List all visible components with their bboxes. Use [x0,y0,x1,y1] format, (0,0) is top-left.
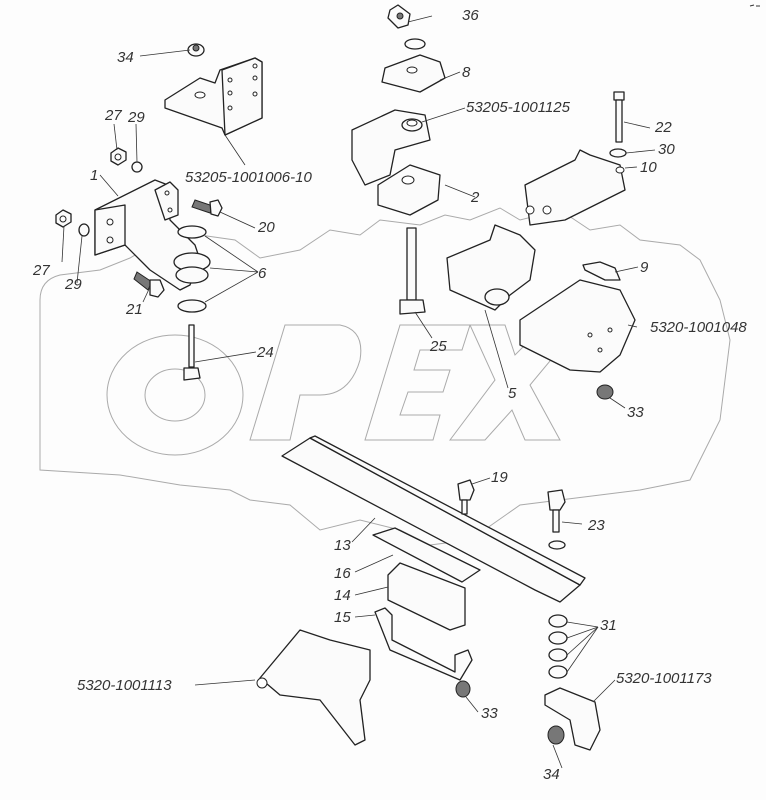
bolt-25 [399,227,426,315]
nut-33-right [596,384,614,400]
callout-19: 19 [491,469,508,486]
bolt-21 [133,271,165,298]
callout-10: 10 [640,159,657,176]
callout-53205-1001006-10: 53205-1001006-10 [185,169,312,186]
corner-mark [749,4,760,7]
callout-14: 14 [334,587,351,604]
bracket-5320-1001048 [519,279,636,373]
callout-34-bottom: 34 [543,766,560,783]
bolt-24 [183,324,201,381]
nut-36 [387,4,426,50]
callout-22: 22 [655,119,672,136]
callout-15: 15 [334,609,351,626]
callout-25: 25 [430,338,447,355]
bracket-15 [374,607,473,681]
callout-53205-1001125: 53205-1001125 [466,99,570,116]
callout-9: 9 [640,259,649,276]
callout-31: 31 [600,617,617,634]
callout-5320-1001173: 5320-1001173 [616,670,712,687]
nut-34-top [187,43,205,57]
bracket-5320-1001173 [544,687,601,751]
washer-29-top [131,161,143,173]
callout-30: 30 [658,141,675,158]
callout-13: 13 [334,537,351,554]
housing-5 [446,224,536,311]
callout-27-top: 27 [105,107,122,124]
bolt-19 [457,479,475,515]
block-14 [387,562,466,631]
bolt-22 [613,91,625,143]
cushion-6 [173,225,211,313]
bracket-5320-1001113 [256,629,371,746]
callout-16: 16 [334,565,351,582]
callout-29-left: 29 [65,276,82,293]
bolt-20 [191,199,223,217]
callout-5320-1001048: 5320-1001048 [650,319,747,336]
nut-27-left [55,209,72,228]
bracket-53205-1001006-10 [164,57,263,136]
callout-29-top: 29 [128,109,145,126]
callout-34: 34 [117,49,134,66]
washer-29-left [78,223,90,237]
washer-30 [609,148,627,158]
callout-24: 24 [257,344,274,361]
crossmember-13 [281,435,586,603]
callout-36: 36 [462,7,479,24]
callout-21: 21 [126,301,143,318]
callout-23: 23 [588,517,605,534]
callout-27-left: 27 [33,262,50,279]
nut-27-top [110,147,127,166]
callout-2: 2 [471,189,480,206]
plate-8 [381,54,446,93]
cushion-2 [377,164,441,216]
nut-33-bottom [455,680,471,698]
callout-8: 8 [462,64,471,81]
callout-5320-1001113: 5320-1001113 [77,677,172,694]
plate-9 [582,261,621,281]
callout-5: 5 [508,385,517,402]
callout-33-right: 33 [627,404,644,421]
washers-31 [548,614,568,679]
nut-34-bottom [547,725,565,745]
callout-1: 1 [90,167,99,184]
callout-6: 6 [258,265,267,282]
bolt-23 [547,489,566,550]
strap-16 [372,527,481,583]
callout-33-bottom: 33 [481,705,498,722]
bracket-53205-1001125 [351,109,431,186]
leader-lines [61,15,656,769]
cushion-10 [524,149,626,226]
callout-20: 20 [258,219,275,236]
